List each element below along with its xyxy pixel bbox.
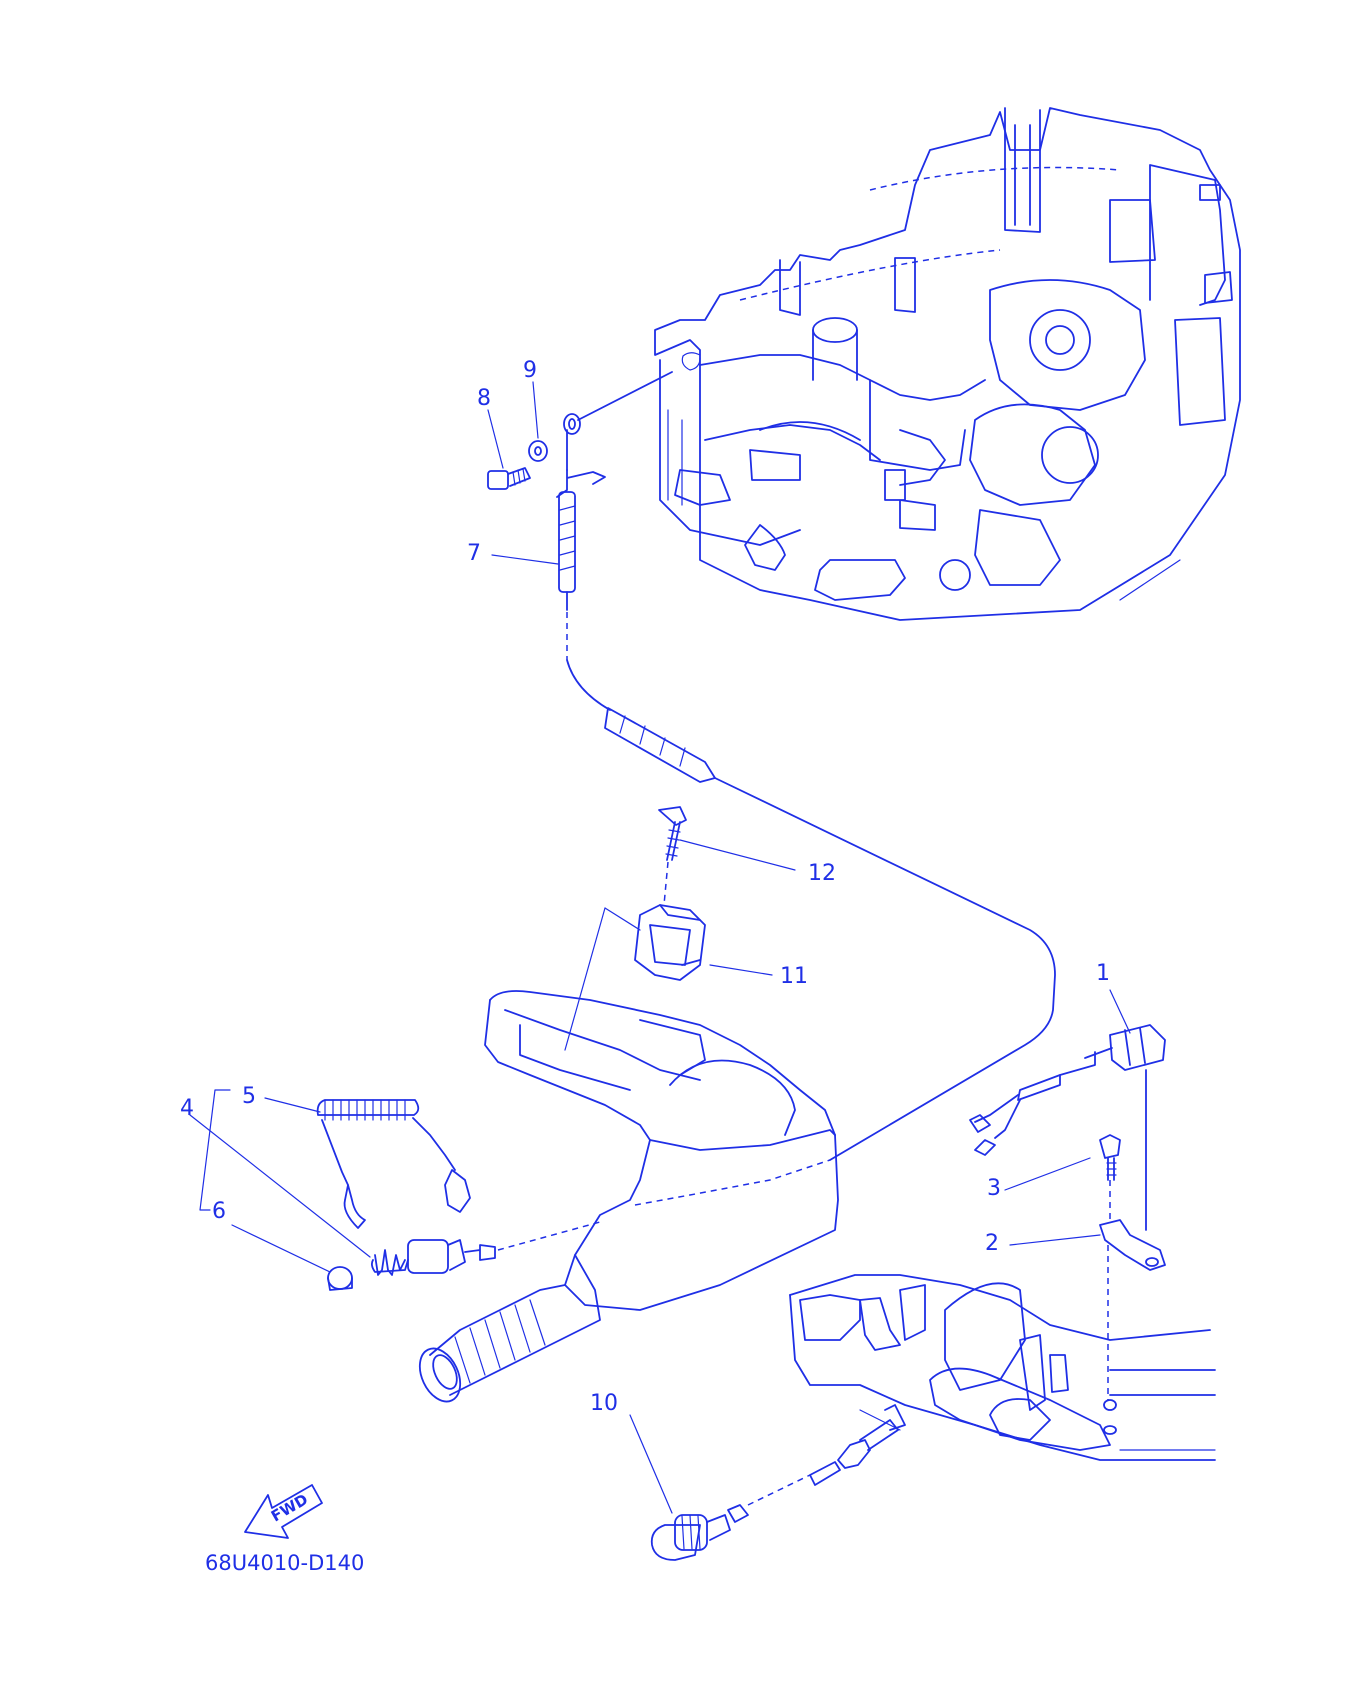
clamp-and-screw: [634, 806, 706, 981]
kill-switch-10: [650, 1404, 906, 1561]
callout-10: 10: [590, 1391, 618, 1416]
fwd-label: FWD: [268, 1490, 311, 1525]
callout-numbers: 1 2 3 4 5 6 7 8 9 10 11 12: [180, 358, 1110, 1416]
tiller-handle: [418, 990, 839, 1403]
callout-9: 9: [523, 358, 537, 383]
callout-12: 12: [808, 861, 836, 886]
callout-11: 11: [780, 964, 808, 989]
callout-1: 1: [1096, 961, 1110, 986]
lower-bracket: [789, 1274, 1216, 1461]
callout-2: 2: [985, 1231, 999, 1256]
callout-7: 7: [467, 541, 481, 566]
engine-block: [654, 107, 1241, 621]
stop-switch-lanyard: [316, 1099, 601, 1291]
callout-6: 6: [212, 1199, 226, 1224]
bolt-and-washer: [487, 371, 673, 490]
fwd-arrow-icon: FWD: [244, 1484, 323, 1539]
throttle-cable: [556, 429, 1056, 1161]
callout-4: 4: [180, 1096, 194, 1121]
leader-lines: [189, 381, 1131, 1514]
callout-8: 8: [477, 386, 491, 411]
neutral-switch-assembly: [969, 1024, 1166, 1400]
diagram-code: 68U4010-D140: [205, 1551, 364, 1575]
callout-5: 5: [242, 1084, 256, 1109]
callout-3: 3: [987, 1176, 1001, 1201]
